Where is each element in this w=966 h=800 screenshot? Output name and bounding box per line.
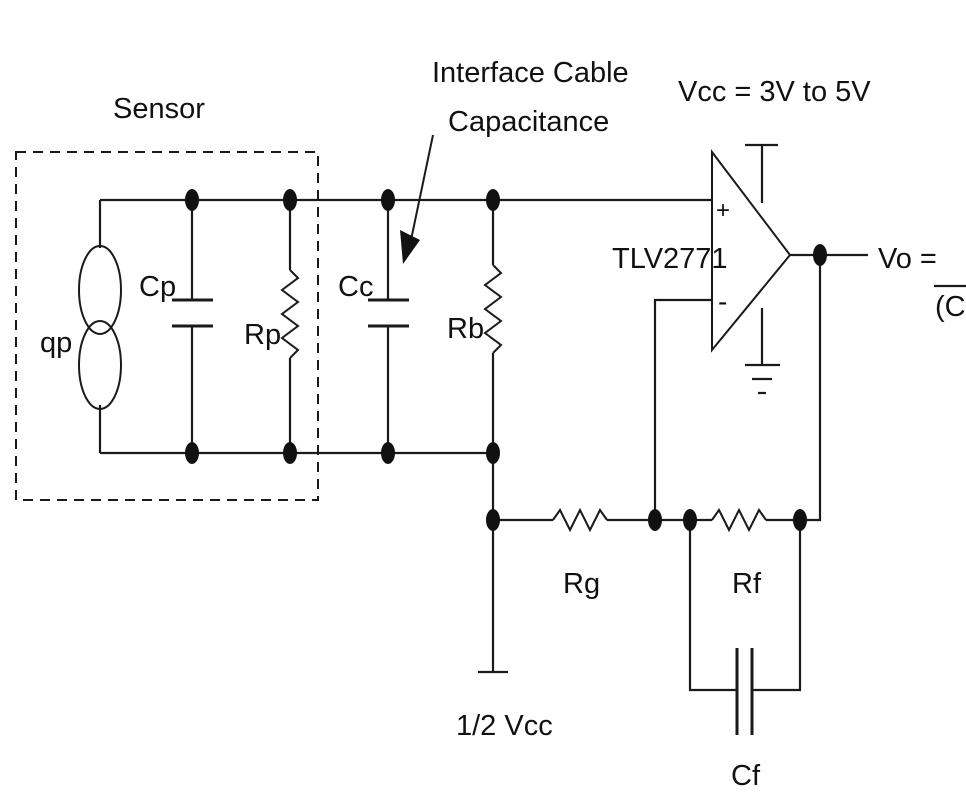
opamp-label: TLV2771 — [612, 243, 728, 275]
vo-denominator-label: (C| — [935, 291, 966, 323]
cable-label-line1: Interface Cable — [432, 57, 629, 89]
cp-capacitor — [172, 200, 213, 453]
rp-resistor — [280, 200, 300, 453]
cable-capacitance-arrow — [400, 134, 434, 264]
cc-label: Cc — [338, 271, 373, 303]
ground-symbol — [745, 363, 780, 395]
cp-label: Cp — [139, 271, 176, 303]
tlv2771-opamp — [711, 143, 792, 395]
cf-capacitor — [688, 520, 802, 735]
junction-dots — [185, 189, 827, 531]
rp-label: Rp — [244, 319, 281, 351]
qp-label: qp — [40, 327, 72, 359]
rb-label: Rb — [447, 313, 484, 345]
inverting-input-wire — [653, 298, 712, 520]
vo-label: Vo = — [878, 243, 937, 275]
rf-label: Rf — [732, 568, 762, 600]
cc-capacitor — [368, 200, 409, 453]
rg-label: Rg — [563, 568, 600, 600]
sensor-label: Sensor — [113, 93, 205, 125]
half-vcc-label: 1/2 Vcc — [456, 710, 553, 742]
cable-label-line2: Capacitance — [448, 106, 609, 138]
rb-resistor — [478, 200, 508, 674]
noninverting-sign: + — [716, 197, 730, 224]
feedback-return-wire — [800, 255, 822, 522]
qp-current-source-symbol — [78, 245, 122, 410]
vcc-label: Vcc = 3V to 5V — [678, 76, 871, 108]
inverting-sign: - — [718, 286, 727, 317]
rf-resistor — [690, 507, 800, 533]
sensor-enclosure — [15, 151, 319, 501]
cf-label: Cf — [731, 760, 761, 792]
